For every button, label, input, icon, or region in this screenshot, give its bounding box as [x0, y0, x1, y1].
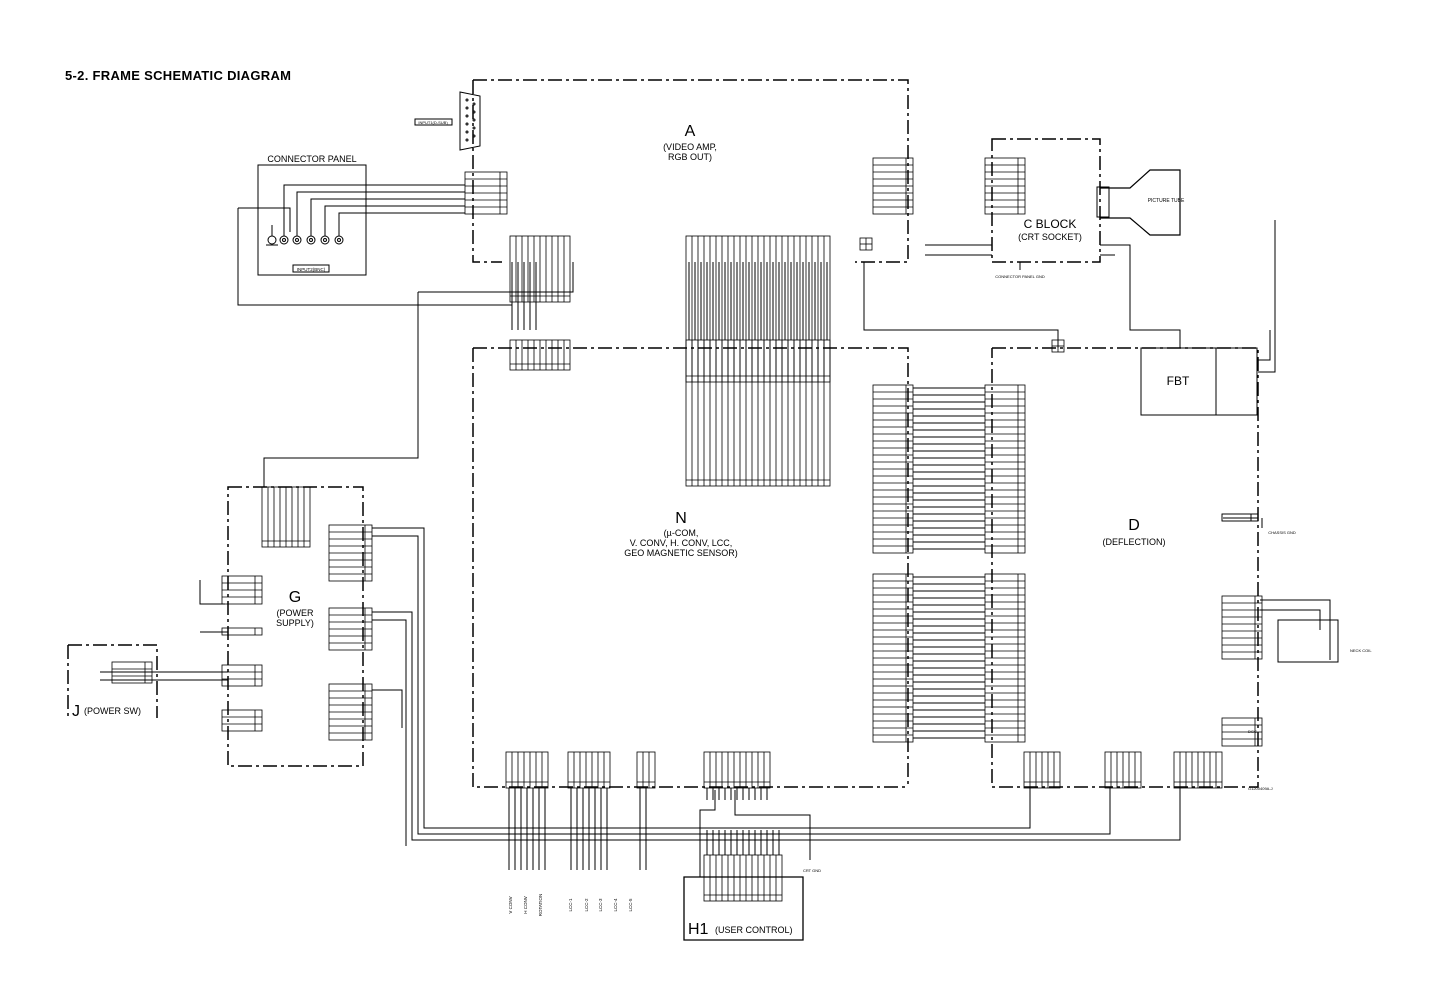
connector-g-left-1 [221, 575, 263, 605]
connector-g-top [261, 486, 311, 548]
connector-n-bottom-4 [703, 751, 771, 789]
block-h1-boundary [683, 876, 804, 941]
block-a-letter: A [685, 123, 696, 140]
connector-g-cn2 [328, 607, 373, 651]
svg-text:(CRT SOCKET): (CRT SOCKET) [1018, 232, 1082, 242]
svg-text:(POWER SW): (POWER SW) [84, 706, 141, 716]
connector-n-top-left [509, 339, 571, 371]
svg-text:CHASSIS GND: CHASSIS GND [1268, 530, 1296, 535]
svg-text:(µ-COM,: (µ-COM, [664, 528, 699, 538]
bottom-label: LCC-1 [568, 898, 573, 912]
dsub-connector [459, 91, 481, 151]
block-c-letter: C BLOCK [1024, 217, 1077, 231]
svg-text:(VIDEO AMP,: (VIDEO AMP, [663, 142, 717, 152]
connector-n-right-2 [872, 573, 914, 743]
svg-text:(DEFLECTION): (DEFLECTION) [1103, 537, 1166, 547]
input2-label: INPUT2(BNC) [297, 267, 326, 272]
bottom-label: V CONV [508, 896, 513, 913]
picture-tube-label: PICTURE TUBE [1148, 198, 1185, 204]
block-d-boundary [991, 347, 1259, 788]
connector-g-left-3 [221, 664, 263, 687]
connector-a-fbt [859, 237, 873, 251]
connector-d-bottom-2 [1104, 751, 1142, 789]
connector-n-top [685, 339, 831, 487]
svg-text:GEO MAGNETIC SENSOR): GEO MAGNETIC SENSOR) [624, 548, 738, 558]
connector-cn1 [464, 171, 508, 215]
svg-text:V. CONV, H. CONV, LCC,: V. CONV, H. CONV, LCC, [630, 538, 733, 548]
connector-h1 [703, 854, 783, 902]
connector-n-bottom-1 [505, 751, 549, 789]
connector-n-bottom-3 [636, 751, 656, 789]
input1-label: INPUT1(D-SUB) [418, 120, 448, 125]
bottom-label: LCC-3 [598, 898, 603, 912]
connector-n-bottom-2 [567, 751, 611, 789]
connector-panel-box [257, 164, 367, 276]
svg-text:CRT GND: CRT GND [803, 868, 821, 873]
connector-n-right-1 [872, 384, 914, 554]
bottom-label: LCC-5 [628, 898, 633, 912]
connector-a-left [509, 235, 571, 303]
page-title: 5-2. FRAME SCHEMATIC DIAGRAM [65, 68, 292, 83]
block-a-boundary [472, 79, 909, 263]
bottom-label: ROTATION [538, 894, 543, 917]
connector-d-bottom-1 [1023, 751, 1061, 789]
connector-g-left-4 [221, 709, 263, 732]
connector-d-dgc [1221, 717, 1263, 747]
block-c-boundary [991, 138, 1101, 263]
connector-c-left [984, 157, 1026, 215]
block-d-letter: D [1128, 517, 1140, 534]
block-labels: A (VIDEO AMP, RGB OUT) C BLOCK (CRT SOCK… [72, 120, 1372, 938]
connector-a-right [872, 157, 914, 215]
block-j-letter: J [72, 703, 80, 720]
svg-text:DGC: DGC [1248, 729, 1257, 734]
svg-text:CONNECTOR PANEL GND: CONNECTOR PANEL GND [995, 274, 1045, 279]
bottom-label: LCC-4 [613, 898, 618, 912]
connector-d-bottom-3 [1173, 751, 1223, 789]
bottom-label: H CONV [523, 896, 528, 914]
svg-text:NECK COIL: NECK COIL [1350, 648, 1372, 653]
fbt-box [1140, 347, 1258, 416]
connector-g-cn1 [328, 524, 373, 582]
connector-g-cn3 [328, 683, 373, 741]
svg-text:RGB OUT): RGB OUT) [668, 152, 712, 162]
svg-text:G1200409A-J: G1200409A-J [1248, 786, 1273, 791]
block-n-boundary [472, 347, 909, 788]
connector-d-right [1221, 595, 1263, 660]
bottom-label: LCC-2 [584, 898, 589, 912]
block-h1-letter: H1 [688, 921, 709, 938]
block-g-letter: G [289, 589, 301, 606]
connector-d-left-1 [984, 384, 1026, 554]
block-n-letter: N [675, 510, 687, 527]
bnc-jacks [267, 235, 344, 245]
fbt-label: FBT [1167, 374, 1190, 388]
block-g-boundary [227, 486, 364, 767]
connector-d-left-2 [984, 573, 1026, 743]
svg-text:SUPPLY): SUPPLY) [276, 618, 314, 628]
svg-text:(POWER: (POWER [277, 608, 314, 618]
connector-panel-label: CONNECTOR PANEL [267, 154, 356, 164]
svg-text:(USER CONTROL): (USER CONTROL) [715, 925, 793, 935]
block-j-boundary [67, 644, 158, 718]
